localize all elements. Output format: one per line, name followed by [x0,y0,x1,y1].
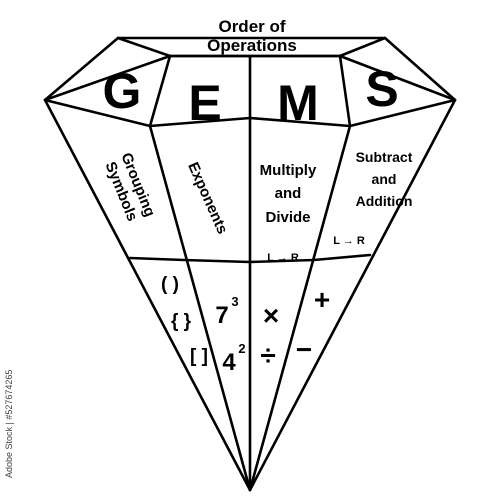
example-minus: − [296,334,312,365]
letter-m: M [277,75,319,131]
example-exponent-2-power: 2 [238,341,245,356]
subtract-direction: L → R [333,235,365,247]
crown-bottom [43,54,172,102]
example-plus: + [314,284,330,315]
crown-bottom-2 [338,54,457,102]
crown-table-right-edge [338,36,387,58]
example-parentheses: ( ) [161,274,179,295]
letter-e: E [188,75,221,131]
title-line-2: Operations [207,36,297,55]
crown-table-left-edge [116,36,172,58]
exponents-label-line-1: Exponents [184,160,231,237]
subtract-label-line-2: and [372,171,397,187]
crown-divider-3 [338,54,352,128]
pavilion-line-3 [248,124,352,492]
multiply-label-line-3: Divide [265,209,310,226]
subtract-label-line-1: Subtract [356,149,413,165]
title-line-1: Order of [218,17,285,36]
multiply-label-line-2: and [275,185,302,202]
example-brackets: [ ] [190,346,208,367]
example-multiply: × [263,300,279,331]
example-exponent-2: 4 [222,349,236,376]
example-divide: ÷ [260,340,275,371]
example-exponent-1-power: 3 [231,294,238,309]
letter-g: G [103,63,142,119]
grouping-label: Grouping Symbols [102,150,159,223]
example-band-line [128,253,372,264]
multiply-direction: L → R [267,252,299,264]
example-exponent-1: 7 [215,302,228,329]
example-braces: { } [171,311,192,332]
subtract-label-line-3: Addition [356,193,413,209]
stock-side-text: Adobe Stock | #527674265 [4,370,14,478]
letter-s: S [365,61,398,117]
crown-divider-1 [148,54,172,128]
multiply-label-line-1: Multiply [260,162,317,179]
exponents-label: Exponents [184,160,231,237]
diamond-outline [43,36,457,492]
pavilion-line-1 [148,124,252,492]
